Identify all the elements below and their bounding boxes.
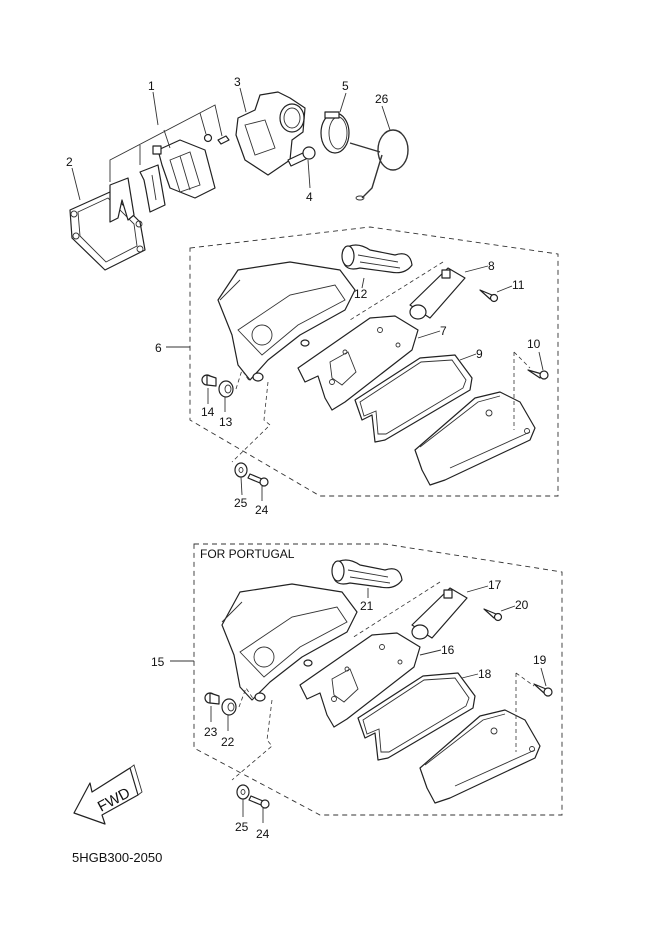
note-for-portugal: FOR PORTUGAL bbox=[200, 547, 295, 561]
assembly-15-boundary bbox=[193, 543, 563, 816]
leader-3 bbox=[239, 87, 247, 113]
part-21-joint-hose[interactable] bbox=[331, 559, 403, 589]
leader-17 bbox=[466, 585, 489, 593]
guide-24-25 bbox=[231, 381, 271, 463]
leader-2 bbox=[71, 167, 81, 201]
leader-1 bbox=[152, 91, 159, 126]
label-26[interactable]: 26 bbox=[375, 92, 389, 106]
label-17[interactable]: 17 bbox=[488, 578, 502, 592]
label-25a[interactable]: 25 bbox=[234, 496, 248, 510]
leader-26 bbox=[381, 105, 391, 131]
diagram-code: 5HGB300-2050 bbox=[72, 850, 162, 865]
leader-9 bbox=[459, 353, 477, 361]
leader-11 bbox=[496, 285, 513, 293]
part-16-element[interactable] bbox=[299, 632, 421, 728]
assembly-6-boundary bbox=[189, 226, 559, 497]
label-3[interactable]: 3 bbox=[234, 75, 241, 89]
label-12[interactable]: 12 bbox=[354, 287, 368, 301]
screw-icon bbox=[217, 135, 230, 145]
leader-16 bbox=[419, 649, 442, 656]
part-7-element[interactable] bbox=[297, 315, 419, 411]
part-23-collar[interactable] bbox=[204, 692, 220, 705]
label-4[interactable]: 4 bbox=[306, 190, 313, 204]
leader-5 bbox=[339, 92, 347, 113]
label-11[interactable]: 11 bbox=[512, 278, 525, 292]
label-7[interactable]: 7 bbox=[440, 324, 447, 338]
label-23[interactable]: 23 bbox=[204, 725, 218, 739]
part-26-wire-clip[interactable] bbox=[349, 129, 409, 201]
leader-8 bbox=[464, 265, 489, 273]
label-2[interactable]: 2 bbox=[66, 155, 73, 169]
label-15[interactable]: 15 bbox=[151, 655, 165, 669]
label-20[interactable]: 20 bbox=[515, 598, 529, 612]
part-19-screw[interactable] bbox=[533, 683, 553, 697]
part-14-collar[interactable] bbox=[201, 374, 217, 387]
leader-19 bbox=[540, 667, 547, 687]
label-5[interactable]: 5 bbox=[342, 79, 349, 93]
part-17-intake-duct[interactable] bbox=[411, 587, 468, 640]
label-19[interactable]: 19 bbox=[533, 653, 547, 667]
part-6-air-filter-case[interactable] bbox=[217, 261, 356, 382]
part-22-damper[interactable] bbox=[221, 698, 237, 716]
guide-24-25b bbox=[231, 699, 273, 781]
guide-19 bbox=[515, 672, 535, 752]
label-24a[interactable]: 24 bbox=[255, 503, 269, 517]
part-2-gasket[interactable] bbox=[69, 191, 146, 271]
part-1-reed-valve-body[interactable] bbox=[152, 139, 216, 199]
part-8-intake-duct[interactable] bbox=[409, 267, 466, 320]
label-14[interactable]: 14 bbox=[201, 405, 215, 419]
label-18[interactable]: 18 bbox=[478, 667, 492, 681]
guide-10 bbox=[513, 351, 531, 430]
leader-25a bbox=[240, 476, 243, 496]
part-18-gasket[interactable] bbox=[357, 672, 476, 761]
part-15-air-filter-cover[interactable] bbox=[419, 709, 541, 804]
leader-4 bbox=[307, 159, 311, 189]
leader-1-bracket bbox=[109, 104, 223, 182]
leader-12 bbox=[361, 277, 365, 289]
label-21[interactable]: 21 bbox=[360, 599, 374, 613]
part-1-reed-petal bbox=[109, 164, 166, 223]
part-6-air-filter-cover[interactable] bbox=[414, 391, 536, 486]
part-24-bolt[interactable] bbox=[247, 473, 269, 487]
part-4-bolt[interactable] bbox=[287, 146, 316, 167]
part-12-joint-hose[interactable] bbox=[341, 244, 413, 274]
part-15-air-filter-case[interactable] bbox=[221, 583, 358, 702]
leader-10 bbox=[538, 351, 544, 371]
label-1[interactable]: 1 bbox=[148, 79, 155, 93]
leader-20 bbox=[500, 605, 516, 612]
label-24b[interactable]: 24 bbox=[256, 827, 270, 841]
part-24-bolt-b[interactable] bbox=[248, 795, 270, 809]
label-8[interactable]: 8 bbox=[488, 259, 495, 273]
part-25-washer[interactable] bbox=[234, 462, 248, 478]
fwd-arrow-icon: FWD bbox=[73, 764, 143, 825]
label-25b[interactable]: 25 bbox=[235, 820, 249, 834]
leader-1b bbox=[163, 129, 171, 149]
leader-1c bbox=[199, 112, 207, 135]
reed-valve-group: 2 1 3 bbox=[66, 75, 409, 271]
nut-icon bbox=[203, 133, 213, 143]
label-10[interactable]: 10 bbox=[527, 337, 541, 351]
part-11-screw[interactable] bbox=[479, 289, 499, 303]
air-filter-group-15: FOR PORTUGAL 15 21 17 bbox=[151, 543, 563, 841]
part-5-hose-clamp[interactable] bbox=[320, 111, 350, 154]
part-13-damper[interactable] bbox=[218, 380, 234, 398]
label-6[interactable]: 6 bbox=[155, 341, 162, 355]
guide-17 bbox=[351, 581, 441, 639]
guide-8 bbox=[349, 261, 444, 321]
part-20-screw[interactable] bbox=[483, 608, 503, 622]
guide-13 bbox=[235, 369, 251, 390]
guide-22 bbox=[238, 687, 255, 708]
label-9[interactable]: 9 bbox=[476, 347, 483, 361]
part-10-screw[interactable] bbox=[527, 369, 549, 380]
label-16[interactable]: 16 bbox=[441, 643, 455, 657]
leader-7 bbox=[417, 330, 441, 339]
air-filter-group-6: 6 12 8 bbox=[155, 226, 559, 517]
label-22[interactable]: 22 bbox=[221, 735, 235, 749]
part-25-washer-b[interactable] bbox=[236, 784, 250, 800]
part-3-intake-joint[interactable] bbox=[235, 91, 306, 176]
label-13[interactable]: 13 bbox=[219, 415, 233, 429]
leader-18 bbox=[461, 673, 479, 679]
part-9-gasket[interactable] bbox=[354, 354, 473, 443]
